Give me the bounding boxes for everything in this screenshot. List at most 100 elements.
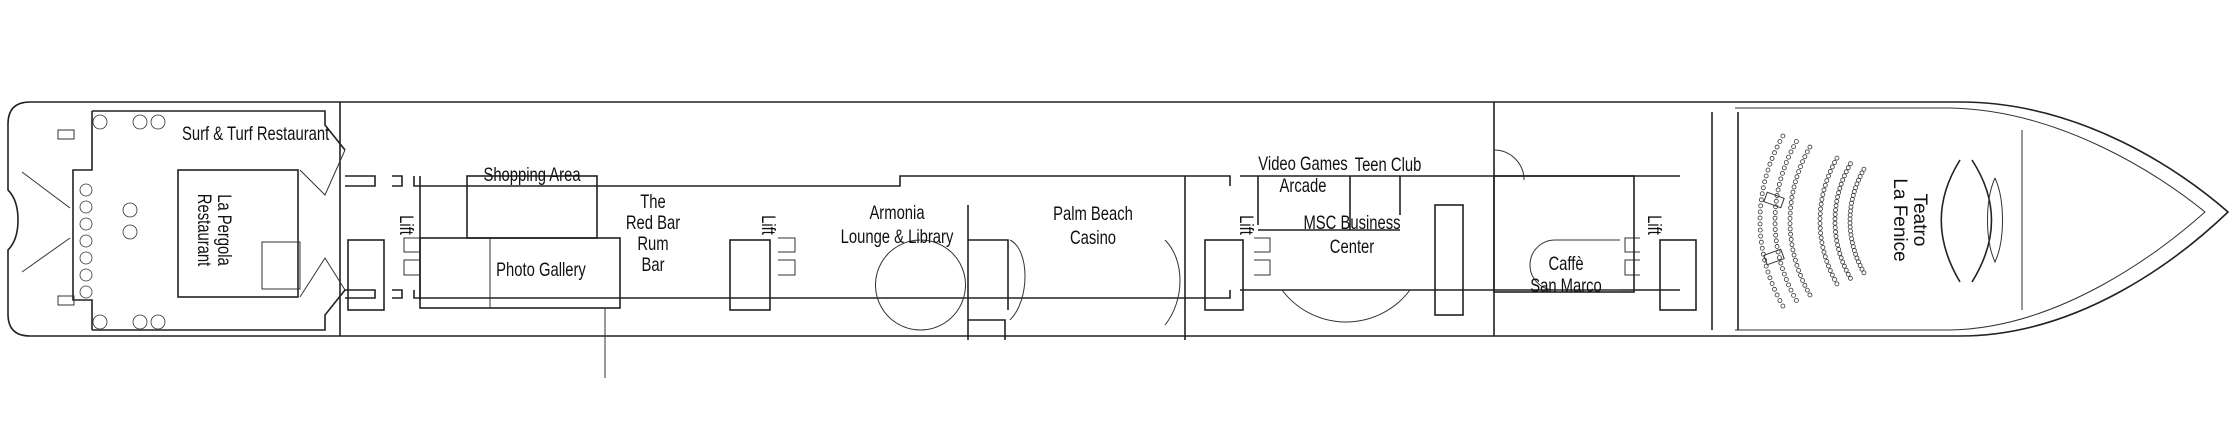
- theatre-seat: [1859, 170, 1865, 176]
- theatre-seat: [1817, 216, 1823, 221]
- theatre-seat: [1780, 170, 1785, 176]
- theatre-seat: [1849, 236, 1854, 242]
- theatre-seat: [1786, 154, 1791, 160]
- theatre-seat: [1774, 193, 1780, 198]
- corridor-walls: [345, 102, 1680, 336]
- theatre-seat: [1820, 244, 1826, 250]
- theatre-seat: [1769, 281, 1775, 286]
- theatre-seat: [1788, 200, 1794, 205]
- venue-labels: Surf & Turf Restaurant La Pergola Restau…: [182, 123, 1930, 296]
- theatre-seat: [1837, 186, 1843, 191]
- theatre-seat: [1776, 181, 1782, 187]
- theatre-seat: [1788, 149, 1794, 155]
- theatre-seat: [1788, 205, 1794, 211]
- dining-table: [79, 200, 93, 214]
- theatre-seat: [1777, 139, 1783, 144]
- theatre-seat: [1789, 242, 1795, 248]
- theatre-seat: [1824, 178, 1830, 184]
- theatre-seat: [1791, 292, 1796, 298]
- label-lift-2: Lift: [758, 215, 779, 235]
- lift-lobbies: [347, 204, 1697, 316]
- theatre-seat: [1849, 196, 1855, 202]
- dining-table: [79, 285, 93, 299]
- theatre-seat: [1780, 266, 1785, 272]
- label-arcade: Arcade: [1280, 175, 1327, 196]
- theatre-seat: [1798, 273, 1803, 278]
- theatre-seat: [1757, 227, 1763, 233]
- theatre-seat: [1848, 204, 1854, 210]
- theatre-seat: [1787, 221, 1793, 227]
- theatre-seat: [1774, 144, 1780, 150]
- theatre-seat: [1787, 210, 1793, 216]
- theatre-seat: [1859, 266, 1865, 272]
- theatre-seat: [1840, 259, 1846, 265]
- theatre-seat: [1796, 267, 1802, 273]
- dining-table: [92, 114, 108, 130]
- theatre-seat: [1757, 215, 1763, 221]
- theatre-seat: [1776, 255, 1782, 261]
- dining-table: [79, 234, 93, 248]
- dining-table: [122, 224, 138, 240]
- label-san-marco: San Marco: [1530, 275, 1602, 296]
- theatre-seat: [1787, 215, 1793, 221]
- theatre-seat: [1836, 190, 1842, 196]
- theatre-seat: [1832, 225, 1838, 230]
- theatre-seat: [1826, 173, 1831, 179]
- theatre-seat: [1762, 179, 1768, 185]
- theatre-seat: [1829, 164, 1835, 170]
- theatre-seat: [1775, 249, 1781, 255]
- theatre-seat: [1792, 257, 1798, 263]
- theatre-seat: [1759, 191, 1765, 197]
- theatre-seating: [1757, 133, 1867, 309]
- label-video-games: Video Games: [1258, 153, 1347, 174]
- theatre-seat: [1763, 173, 1769, 179]
- theatre-seat: [1847, 216, 1853, 222]
- theatre-seat: [1800, 277, 1806, 283]
- theatre-seat: [1765, 167, 1771, 173]
- theatre-seat: [1759, 245, 1765, 251]
- theatre-seat: [1827, 169, 1833, 174]
- dining-table: [79, 268, 93, 282]
- theatre-seat: [1772, 150, 1777, 156]
- theatre-seat: [1845, 165, 1851, 171]
- theatre-seat: [1772, 227, 1778, 232]
- theatre-seat: [1758, 233, 1764, 239]
- theatre-seat: [1833, 207, 1838, 213]
- theatre-seat: [1758, 203, 1764, 209]
- theatre-seat: [1773, 238, 1779, 244]
- theatre-seat: [1767, 275, 1773, 281]
- theatre-seat: [1850, 193, 1856, 198]
- theatre-seat: [1836, 246, 1842, 252]
- theatre-seat: [1763, 263, 1769, 269]
- dining-tables: [79, 114, 166, 330]
- theatre-seat: [1853, 251, 1858, 257]
- theatre-seat: [1772, 215, 1778, 221]
- label-red-bar-the: The: [640, 191, 666, 212]
- theatre-seat: [1794, 139, 1799, 144]
- theatre-seat: [1780, 133, 1786, 139]
- label-lift-4: Lift: [1644, 215, 1665, 235]
- label-red-bar-rum: Rum: [637, 233, 668, 254]
- theatre-seat: [1850, 244, 1856, 249]
- theatre-seat: [1819, 197, 1825, 202]
- label-red-bar-bar: Bar: [641, 254, 664, 275]
- theatre-seat: [1796, 169, 1802, 175]
- label-surf-turf-restaurant: Surf & Turf Restaurant: [182, 123, 329, 144]
- theatre-seat: [1834, 155, 1840, 161]
- theatre-seat: [1758, 239, 1764, 245]
- theatre-seat: [1788, 231, 1794, 237]
- theatre-seat: [1780, 303, 1786, 309]
- theatre-seat: [1857, 174, 1863, 179]
- theatre-seat: [1781, 165, 1787, 171]
- theatre-seat: [1861, 166, 1867, 172]
- theatre-seat: [1792, 179, 1798, 185]
- theatre-seat: [1822, 254, 1828, 260]
- theatre-seat: [1772, 221, 1778, 227]
- theatre-seat: [1775, 187, 1781, 193]
- theatre-seat: [1838, 255, 1844, 261]
- theatre-seat: [1773, 204, 1779, 210]
- theatre-seat: [1783, 277, 1789, 282]
- theatre-seat: [1861, 270, 1867, 276]
- theatre-seat: [1847, 220, 1853, 226]
